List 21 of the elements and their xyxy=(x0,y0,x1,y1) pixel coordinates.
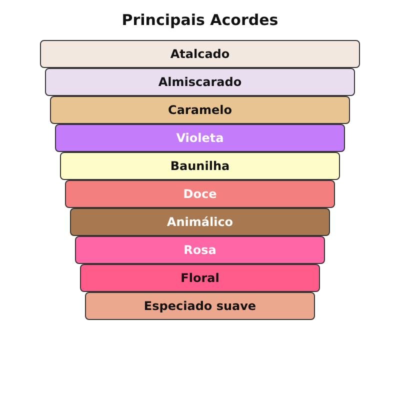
accord-bar xyxy=(40,40,360,68)
accord-bar xyxy=(60,152,340,180)
accord-bar xyxy=(55,124,345,152)
accord-label: Animálico xyxy=(166,215,234,229)
accord-bar xyxy=(50,96,350,124)
accord-label: Atalcado xyxy=(170,47,230,61)
accord-bar xyxy=(65,180,335,208)
accord-bar xyxy=(80,264,320,292)
accord-label: Rosa xyxy=(184,243,216,257)
accord-bar xyxy=(70,208,330,236)
accord-label: Especiado suave xyxy=(144,299,256,313)
accord-bar xyxy=(45,68,355,96)
accord-label: Caramelo xyxy=(168,103,232,117)
accord-label: Violeta xyxy=(176,131,224,145)
accord-label: Floral xyxy=(180,271,220,285)
accord-label: Almiscarado xyxy=(158,75,242,89)
accord-label: Baunilha xyxy=(170,159,230,173)
accord-label: Doce xyxy=(183,187,217,201)
chart-title: Principais Acordes xyxy=(122,11,278,29)
accord-bar xyxy=(85,292,315,320)
accord-bar xyxy=(75,236,325,264)
